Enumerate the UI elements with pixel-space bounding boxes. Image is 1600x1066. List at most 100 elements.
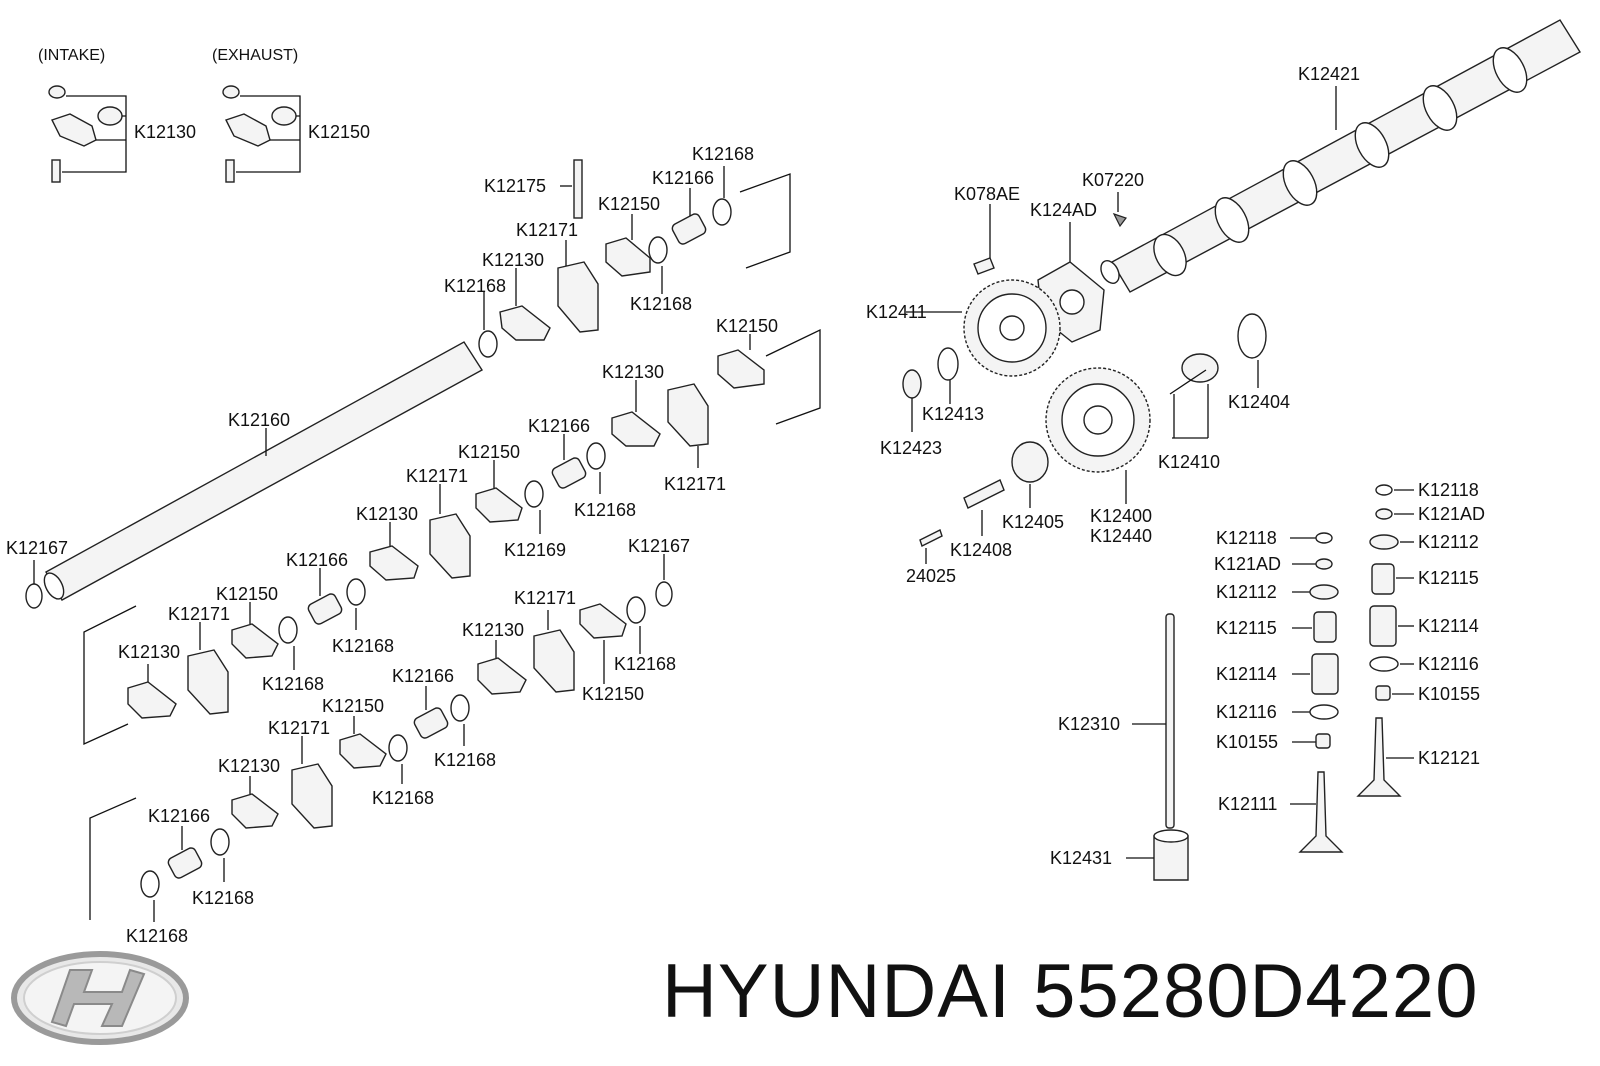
label-k12115-right: K12115 — [1418, 568, 1479, 588]
arm-k12130-d-shape — [127, 681, 177, 719]
valve-assembly-left: K12118 K121AD K12112 K12115 K12114 K1211… — [1050, 528, 1344, 881]
label-k12112-right: K12112 — [1418, 532, 1479, 552]
label-k12171-f: K12171 — [268, 718, 330, 738]
intake-bolt-shape — [51, 159, 61, 183]
bolt-k078ae-shape — [973, 257, 995, 275]
label-k12118-left: K12118 — [1216, 528, 1277, 548]
intake-header: (INTAKE) — [38, 47, 105, 64]
key-k07220-shape — [1112, 212, 1127, 228]
brand-name: HYUNDAI — [662, 949, 1012, 1034]
arm-k12130-e-shape — [477, 657, 527, 695]
label-k12150-top: K12150 — [598, 194, 660, 214]
label-k12168-g: K12168 — [614, 654, 676, 674]
arm-k12150-e-shape — [579, 603, 627, 639]
label-k12171-b: K12171 — [664, 474, 726, 494]
exhaust-bolt-shape — [225, 159, 235, 183]
valve-assembly-right: K12118 K121AD K12112 K12115 K12114 K1211… — [1356, 480, 1485, 797]
footer-title: HYUNDAI 55280D4220 — [662, 948, 1478, 1035]
label-k10155-right: K10155 — [1418, 684, 1480, 704]
spring-k12166-b-shape — [551, 457, 587, 489]
intake-rocker-arm-shape — [51, 113, 97, 147]
arm-k12150-c-shape — [475, 487, 523, 523]
label-k12166-c: K12166 — [286, 550, 348, 570]
exhaust-header: (EXHAUST) — [212, 47, 298, 64]
exhaust-part-label: K12150 — [308, 122, 370, 142]
label-k124ad: K124AD — [1030, 200, 1097, 220]
label-k12171-top: K12171 — [516, 220, 578, 240]
label-k12166-top: K12166 — [652, 168, 714, 188]
spring-k12166-top-shape — [671, 213, 707, 245]
intake-nut-shape — [48, 85, 66, 99]
label-k12400: K12400 — [1090, 506, 1152, 526]
ring-k12167-right-shape — [655, 581, 673, 607]
bracket-k12171-top-shape — [557, 261, 599, 333]
label-k12175: K12175 — [484, 176, 546, 196]
label-k12114-left: K12114 — [1216, 664, 1277, 684]
label-k078ae: K078AE — [954, 184, 1020, 204]
label-k12130-d: K12130 — [118, 642, 180, 662]
exhaust-nut-shape — [222, 85, 240, 99]
spring-k12166-d-shape — [413, 707, 449, 739]
arm-k12150-d-shape — [231, 623, 279, 659]
label-k12168-f: K12168 — [262, 674, 324, 694]
ring-k12167-left-shape — [25, 583, 43, 609]
label-k10155-left: K10155 — [1216, 732, 1278, 752]
label-k12166-b: K12166 — [528, 416, 590, 436]
label-k12310: K12310 — [1058, 714, 1120, 734]
label-k12166-e: K12166 — [148, 806, 210, 826]
bolt-24025-shape — [919, 529, 943, 547]
label-k12404: K12404 — [1228, 392, 1290, 412]
label-k121ad-left: K121AD — [1214, 554, 1281, 574]
label-k12116-right: K12116 — [1418, 654, 1479, 674]
bolt-k12175-shape — [573, 159, 583, 219]
label-k12168-top-b: K12168 — [630, 294, 692, 314]
label-k12130-e: K12130 — [462, 620, 524, 640]
valve-k12121-shape — [1356, 717, 1402, 797]
intake-part-label: K12130 — [134, 122, 196, 142]
label-k12167-left: K12167 — [6, 538, 68, 558]
intake-legend: (INTAKE) K12130 — [38, 47, 196, 183]
arm-k12130-c-shape — [369, 545, 419, 581]
arm-k12130-b-shape — [611, 411, 661, 447]
label-k12112-left: K12112 — [1216, 582, 1277, 602]
hyundai-logo-icon — [11, 951, 189, 1045]
label-24025: 24025 — [906, 566, 956, 586]
arm-k12150-top-shape — [605, 237, 651, 277]
label-k12130-c: K12130 — [356, 504, 418, 524]
washer-k12413-shape — [937, 347, 959, 381]
label-k12171-e: K12171 — [514, 588, 576, 608]
exhaust-rocker-arm-shape — [225, 113, 271, 147]
label-k12168-top-a: K12168 — [692, 144, 754, 164]
label-k12410: K12410 — [1158, 452, 1220, 472]
exhaust-legend: (EXHAUST) K12150 — [212, 47, 370, 183]
label-k12421: K12421 — [1298, 64, 1360, 84]
label-k12423: K12423 — [880, 438, 942, 458]
label-k12171-d: K12171 — [168, 604, 230, 624]
arm-k12130-top-shape — [499, 305, 551, 341]
label-k12168-i: K12168 — [372, 788, 434, 808]
plate-k12405-shape — [1011, 441, 1049, 483]
label-k12130-top: K12130 — [482, 250, 544, 270]
label-k12440: K12440 — [1090, 526, 1152, 546]
bracket-k12171-d-shape — [187, 649, 229, 715]
label-k12408: K12408 — [950, 540, 1012, 560]
nut-k12423-shape — [902, 369, 922, 399]
arm-k12130-f-shape — [231, 793, 279, 829]
label-k12169: K12169 — [504, 540, 566, 560]
label-k12171-c: K12171 — [406, 466, 468, 486]
label-k12118-right: K12118 — [1418, 480, 1479, 500]
valve-k12111-shape — [1298, 771, 1344, 853]
label-k12167-right: K12167 — [628, 536, 690, 556]
bracket-k12171-e-shape — [533, 629, 575, 693]
label-k12168-d: K12168 — [574, 500, 636, 520]
label-k12431: K12431 — [1050, 848, 1112, 868]
label-k12150-e: K12150 — [582, 684, 644, 704]
label-k12405: K12405 — [1002, 512, 1064, 532]
label-k12168-j: K12168 — [192, 888, 254, 908]
bracket-k12171-c-shape — [429, 513, 471, 579]
label-k12150-b: K12150 — [716, 316, 778, 336]
label-k12166-d: K12166 — [392, 666, 454, 686]
spring-k12166-c-shape — [307, 593, 343, 625]
bolt-k12408-shape — [963, 479, 1005, 509]
part-number: 55280D4220 — [1033, 949, 1479, 1034]
